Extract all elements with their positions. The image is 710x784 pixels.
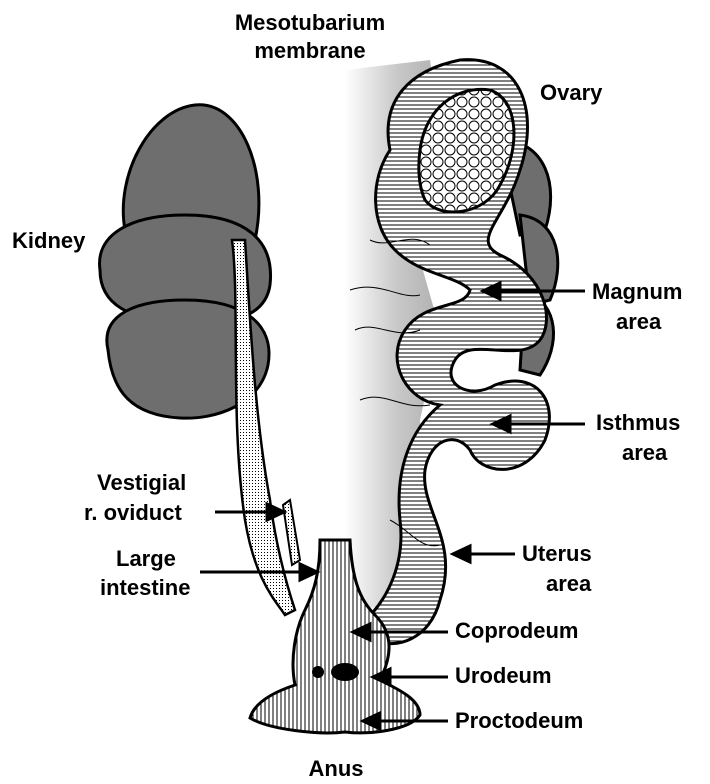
label-uterus-1: Uterus [522, 541, 592, 566]
label-vestigial-2: r. oviduct [84, 500, 182, 525]
label-ovary: Ovary [540, 80, 603, 105]
label-magnum-1: Magnum [592, 279, 682, 304]
label-mesotubarium-2: membrane [254, 38, 365, 63]
label-isthmus-2: area [622, 440, 668, 465]
label-large-intestine-1: Large [116, 546, 176, 571]
label-anus: Anus [309, 756, 364, 781]
label-proctodeum: Proctodeum [455, 708, 583, 733]
label-vestigial-1: Vestigial [97, 470, 186, 495]
label-uterus-2: area [546, 571, 592, 596]
label-magnum-2: area [616, 309, 662, 334]
label-urodeum: Urodeum [455, 663, 552, 688]
label-mesotubarium-1: Mesotubarium [235, 10, 385, 35]
label-large-intestine-2: intestine [100, 575, 190, 600]
urodeum-opening [331, 663, 359, 681]
label-kidney: Kidney [12, 228, 86, 253]
label-coprodeum: Coprodeum [455, 618, 578, 643]
label-isthmus-1: Isthmus [596, 410, 680, 435]
